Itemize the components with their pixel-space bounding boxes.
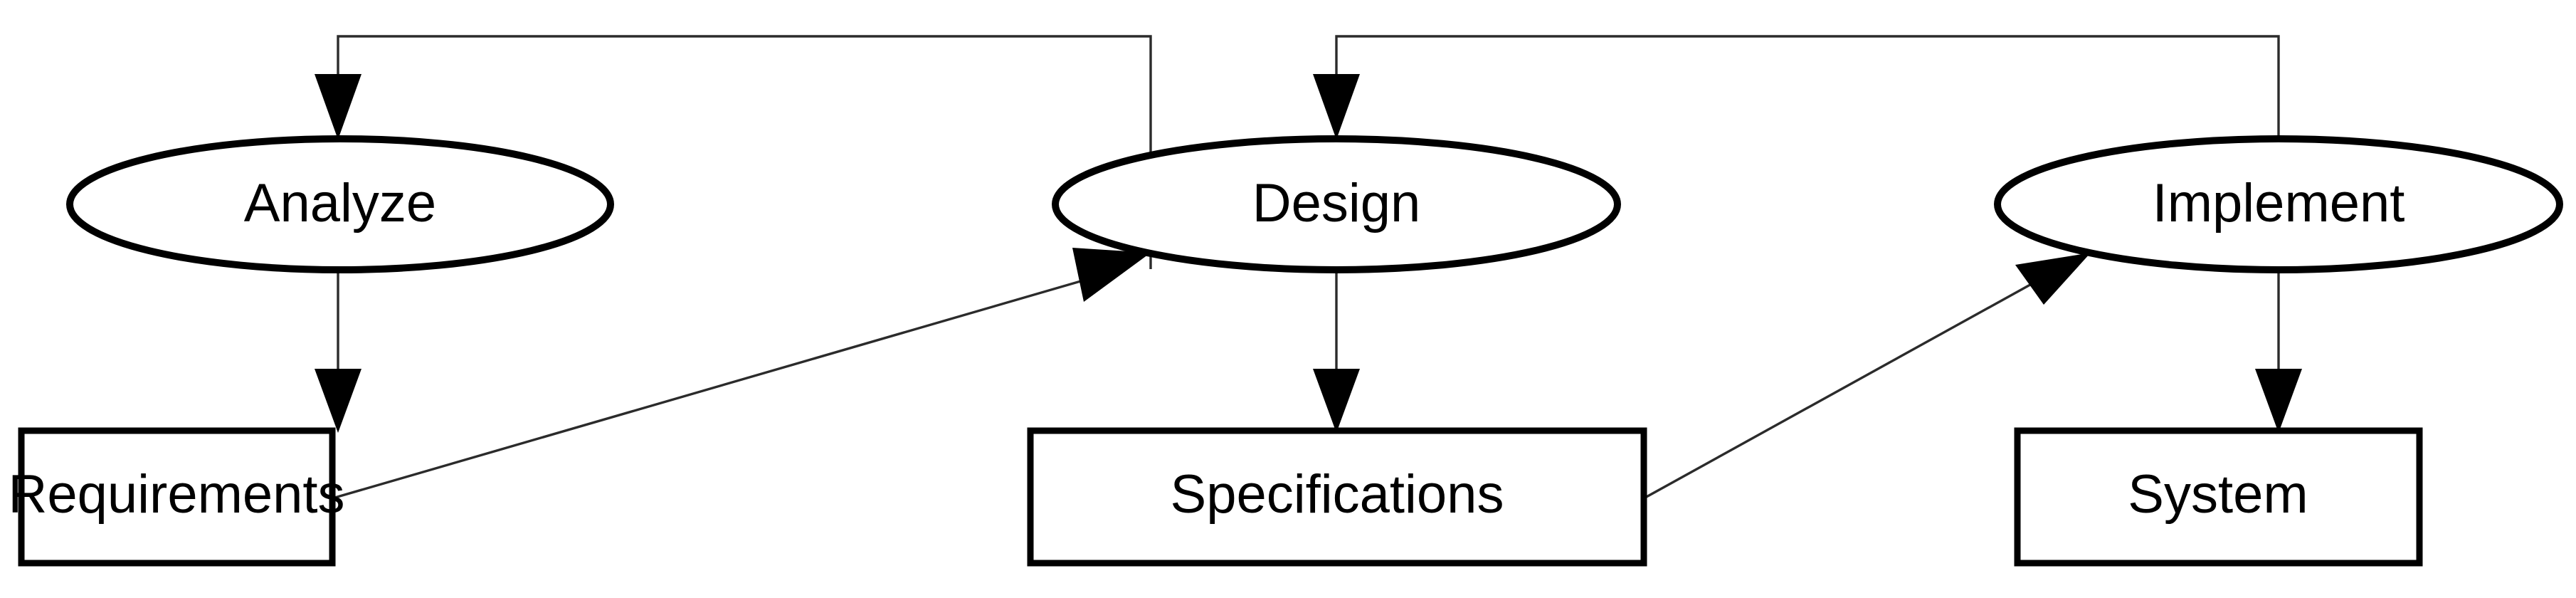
node-requirements-shape — [18, 427, 336, 567]
edge-design-feedback-to-analyze-arrowhead — [315, 74, 361, 140]
node-design-label: Design — [1252, 173, 1421, 234]
edge-analyze-to-requirements-arrowhead — [315, 369, 361, 433]
edge-design-to-specifications-arrowhead — [1313, 369, 1360, 433]
node-implement[interactable]: Implement — [1994, 135, 2563, 273]
node-system[interactable]: System — [2014, 427, 2423, 567]
edge-requirements-to-design-path — [332, 271, 1111, 500]
node-requirements[interactable]: Requirements — [8, 427, 345, 567]
edge-requirements-to-design[interactable] — [332, 248, 1151, 500]
edge-requirements-to-design-arrowhead — [1072, 248, 1151, 302]
node-specifications-label: Specifications — [1171, 464, 1504, 525]
node-design-shape — [1052, 135, 1621, 273]
node-specifications-shape — [1027, 427, 1647, 567]
node-system-label: System — [2128, 464, 2308, 525]
node-analyze-label: Analyze — [244, 173, 436, 234]
node-implement-shape — [1994, 135, 2563, 273]
node-analyze-shape — [66, 135, 614, 273]
edge-specifications-to-implement-arrowhead — [2015, 253, 2091, 305]
edge-design-to-specifications[interactable] — [1313, 269, 1360, 433]
edge-analyze-to-requirements[interactable] — [315, 269, 361, 433]
node-implement-label: Implement — [2153, 173, 2405, 234]
node-design[interactable]: Design — [1052, 135, 1621, 273]
node-specifications[interactable]: Specifications — [1027, 427, 1647, 567]
edge-implement-to-system-arrowhead — [2255, 369, 2302, 433]
node-analyze[interactable]: Analyze — [66, 135, 614, 273]
node-requirements-label: Requirements — [8, 464, 344, 525]
edge-specifications-to-implement[interactable] — [1643, 253, 2091, 500]
node-system-shape — [2014, 427, 2423, 567]
edge-implement-to-system[interactable] — [2255, 269, 2302, 433]
edge-implement-feedback-to-design-arrowhead — [1313, 74, 1360, 140]
edge-specifications-to-implement-path — [1643, 273, 2050, 500]
